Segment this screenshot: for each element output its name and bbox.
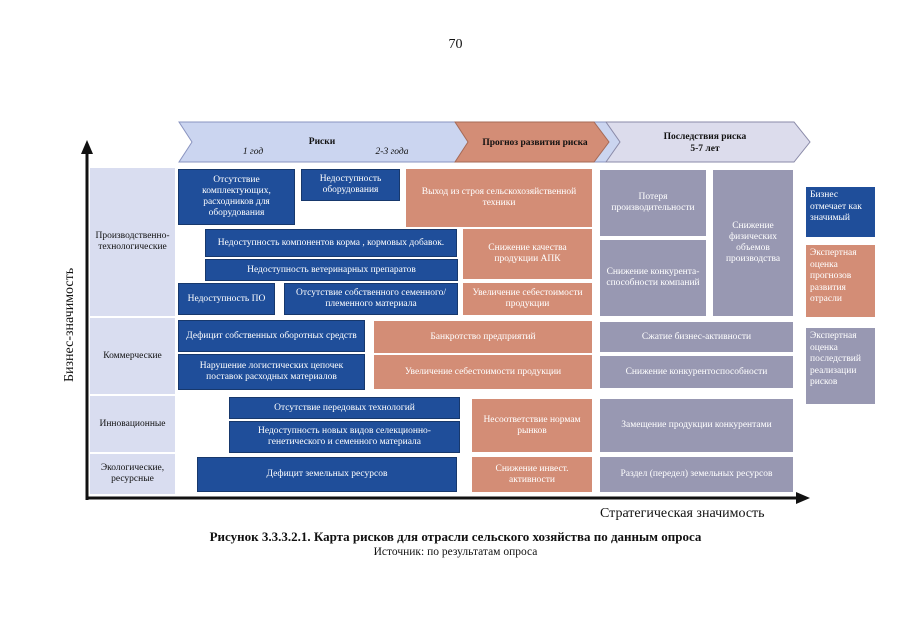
risk-new-genetic-material: Недоступность новых видов селекционно-ге…	[229, 421, 460, 453]
risk-components-shortage: Отсутствие комплектующих, расходников дл…	[178, 169, 295, 225]
forecast-machinery-failure: Выход из строя сельскохозяйственной техн…	[406, 169, 592, 227]
forecast-market-norms-mismatch: Несоответствие нормам рынков	[472, 399, 592, 452]
consequences-header-line2: 5-7 лет	[690, 144, 720, 154]
row-label-production: Производственно-технологические	[95, 231, 170, 252]
risk-software-unavailable: Недоступность ПО	[178, 283, 275, 315]
consequence-productivity-loss: Потеря производительности	[600, 170, 706, 236]
risk-land-deficit: Дефицит земельных ресурсов	[197, 457, 457, 492]
row-label-innovation: Инновационные	[99, 418, 166, 429]
consequences-header-line1: Последствия риска	[663, 132, 747, 142]
consequence-land-redistribution: Раздел (передел) земельных ресурсов	[600, 457, 793, 492]
legend-expert-consequences: Экспертная оценка последствий реализации…	[806, 328, 875, 404]
forecast-investment-decline: Снижение инвест. активности	[472, 457, 592, 492]
figure-source: Источник: по результатам опроса	[373, 546, 538, 558]
row-band-commercial	[90, 318, 175, 394]
y-axis-label: Бизнес-значимость	[62, 267, 77, 382]
row-band-innovation	[90, 396, 175, 452]
risk-vet-drugs-unavailable: Недоступность ветеринарных препаратов	[205, 259, 458, 281]
risk-seed-breeding-material: Отсутствие собственного семенного/ племе…	[284, 283, 458, 315]
forecast-header: Прогноз развития риска	[482, 138, 588, 148]
consequence-competitiveness-decline: Снижение конкурента-способности компаний	[600, 240, 706, 316]
row-label-ecology: Экологические, ресурсные	[100, 463, 165, 484]
row-band-ecology	[90, 454, 175, 494]
x-axis-label: Стратегическая значимость	[600, 506, 765, 521]
axes	[81, 140, 810, 504]
consequence-volume-decline: Снижение физических объемов производства	[713, 170, 793, 316]
x-axis-arrowhead	[796, 492, 810, 504]
row-label-commercial: Коммерческие	[103, 350, 162, 361]
legend-expert-forecast: Экспертная оценка прогнозов развития отр…	[806, 245, 875, 317]
risk-working-capital-deficit: Дефицит собственных оборотных средств	[178, 320, 365, 352]
consequence-competitiveness: Снижение конкурентоспособности	[600, 356, 793, 388]
forecast-arrow	[454, 121, 610, 163]
risk-feed-unavailable: Недоступность компонентов корма , кормов…	[205, 229, 457, 257]
forecast-bankruptcy: Банкротство предприятий	[374, 321, 592, 353]
risk-no-advanced-tech: Отсутствие передовых технологий	[229, 397, 460, 419]
risks-header: Риски	[308, 137, 336, 147]
risk-logistics-disruption: Нарушение логистических цепочек поставок…	[178, 354, 365, 390]
header-arrows	[178, 121, 811, 163]
forecast-quality-decline: Снижение качества продукции АПК	[463, 229, 592, 279]
y-axis-arrowhead	[81, 140, 93, 154]
risk-equipment-unavailable: Недоступность оборудования	[301, 169, 400, 201]
forecast-cost-increase: Увеличение себестоимости продукции	[463, 283, 592, 315]
forecast-cost-increase-commercial: Увеличение себестоимости продукции	[374, 355, 592, 389]
consequences-arrow	[605, 121, 811, 163]
period-1-label: 1 год	[242, 147, 264, 157]
page-number: 70	[448, 37, 463, 52]
consequence-business-contraction: Сжатие бизнес-активности	[600, 322, 793, 352]
consequence-product-substitution: Замещение продукции конкурентами	[600, 399, 793, 452]
legend-business-significant: Бизнес отмечает как значимый	[806, 187, 875, 237]
figure-caption: Рисунок 3.3.3.2.1. Карта рисков для отра…	[209, 529, 702, 544]
row-band-production	[90, 168, 175, 316]
period-2-label: 2-3 года	[375, 147, 409, 157]
